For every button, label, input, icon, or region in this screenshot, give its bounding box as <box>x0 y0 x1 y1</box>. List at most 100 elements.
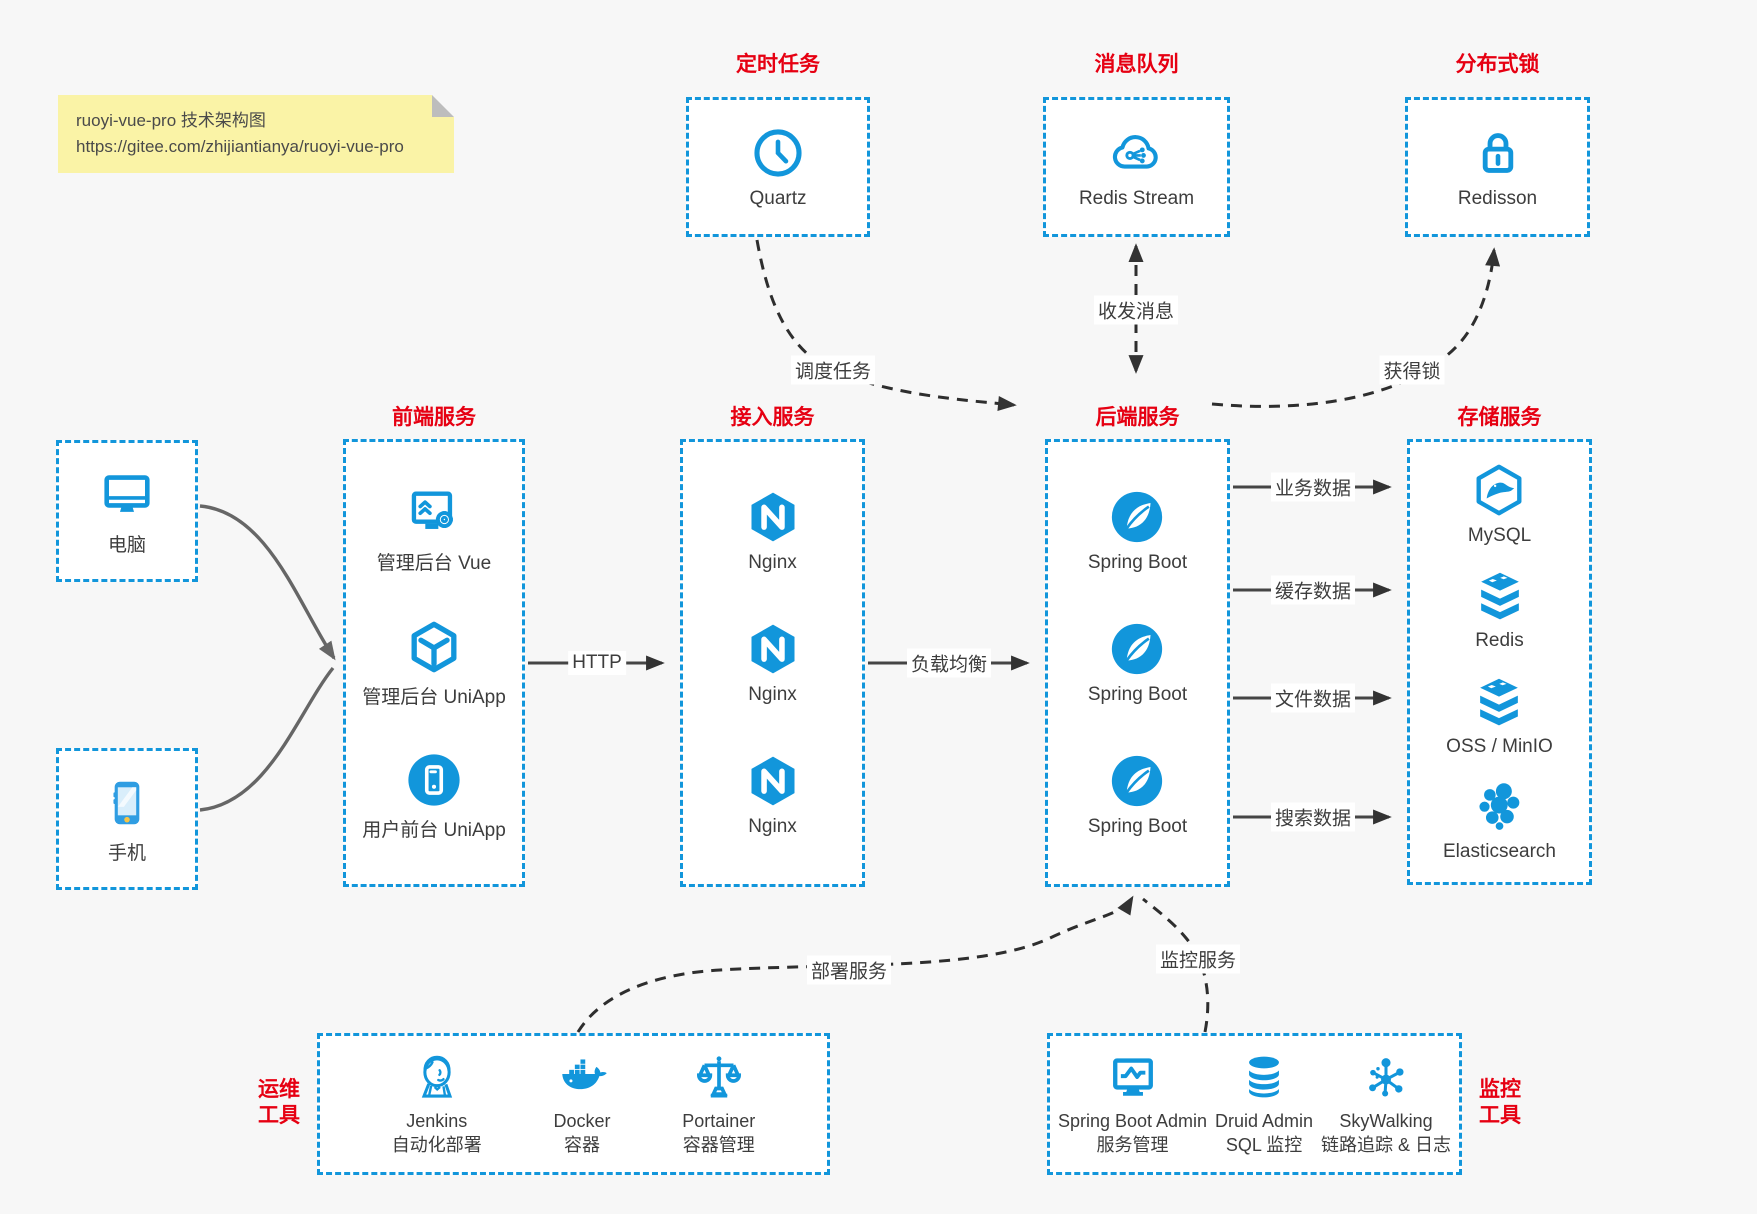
node-label: Quartz <box>749 188 807 209</box>
redis-stack-icon <box>1470 672 1528 730</box>
node-label: Docker 容器 <box>553 1110 611 1155</box>
node-label: Nginx <box>748 816 797 837</box>
edge-label-cache-data: 缓存数据 <box>1270 575 1356 605</box>
phone-icon <box>98 774 156 832</box>
node-label: Spring Boot <box>1087 552 1188 573</box>
edge-label-schedule-task: 调度任务 <box>790 355 876 385</box>
node-label: Spring Boot Admin 服务管理 <box>1057 1110 1208 1155</box>
edge-label-load-balance: 负载均衡 <box>906 648 992 678</box>
druid-icon <box>1238 1051 1290 1103</box>
node-admin-vue: 管理后台 Vue <box>377 484 491 575</box>
node-springboot-3: Spring Boot <box>1088 752 1187 838</box>
node-druid: Druid Admin SQL 监控 <box>1215 1051 1313 1158</box>
note-url: https://gitee.com/zhijiantianya/ruoyi-vu… <box>76 137 404 157</box>
section-title-distributed-lock: 分布式锁 <box>1455 53 1540 76</box>
note-fold-corner <box>432 95 454 117</box>
redis-stack-icon <box>1471 566 1529 624</box>
panel-backend: Spring Boot Spring Boot Spring Boot <box>1045 439 1230 887</box>
node-nginx-2: Nginx <box>744 620 802 706</box>
nginx-icon <box>744 620 802 678</box>
node-label: 电脑 <box>107 534 146 556</box>
node-skywalking: SkyWalking 链路追踪 & 日志 <box>1321 1051 1451 1158</box>
edge-label-search-data: 搜索数据 <box>1270 802 1356 832</box>
uniapp-user-icon <box>405 751 463 809</box>
sticky-note: ruoyi-vue-pro 技术架构图 https://gitee.com/zh… <box>58 95 454 173</box>
lock-icon <box>1469 124 1527 182</box>
node-docker: Docker 容器 <box>553 1051 610 1158</box>
node-label: Redisson <box>1457 188 1538 209</box>
clock-icon <box>749 124 807 182</box>
panel-quartz: Quartz <box>686 97 870 237</box>
arrow-acquire-lock <box>1211 247 1501 408</box>
spring-icon <box>1108 752 1166 810</box>
panel-gateway: Nginx Nginx Nginx <box>680 439 865 887</box>
section-title-message-queue: 消息队列 <box>1094 53 1179 76</box>
section-title-backend: 后端服务 <box>1095 406 1180 429</box>
desktop-icon <box>98 466 156 524</box>
node-mobile: 手机 <box>98 774 156 865</box>
node-label: Redis <box>1475 630 1524 652</box>
arrow-mobile-to-frontend <box>199 666 335 812</box>
nginx-icon <box>744 488 802 546</box>
admin-vue-icon <box>405 484 463 542</box>
node-mysql: MySQL <box>1468 461 1531 547</box>
edge-label-deploy: 部署服务 <box>806 955 892 985</box>
note-title: ruoyi-vue-pro 技术架构图 <box>76 111 266 130</box>
node-redis: Redis <box>1471 566 1529 652</box>
node-redis-stream: Redis Stream <box>1079 124 1194 210</box>
node-quartz: Quartz <box>749 124 807 210</box>
node-pc: 电脑 <box>98 466 156 557</box>
node-label: 管理后台 Vue <box>376 553 492 575</box>
node-elasticsearch: Elasticsearch <box>1443 777 1556 863</box>
node-jenkins: Jenkins 自动化部署 <box>392 1051 482 1158</box>
node-oss-minio: OSS / MinIO <box>1446 672 1553 758</box>
section-title-monitor-tools: 监控 工具 <box>1479 1078 1521 1127</box>
node-admin-uniapp: 管理后台 UniApp <box>362 618 506 709</box>
cloud-share-icon <box>1107 124 1165 182</box>
node-nginx-1: Nginx <box>744 488 802 574</box>
node-label: SkyWalking 链路追踪 & 日志 <box>1321 1110 1452 1155</box>
edge-label-http: HTTP <box>568 651 626 675</box>
docker-icon <box>556 1051 608 1103</box>
node-user-uniapp: 用户前台 UniApp <box>362 751 506 842</box>
edge-label-file-data: 文件数据 <box>1270 683 1356 713</box>
node-springboot-2: Spring Boot <box>1088 620 1187 706</box>
node-redisson: Redisson <box>1458 124 1537 210</box>
node-label: Spring Boot <box>1087 816 1188 837</box>
node-label: Spring Boot <box>1087 684 1188 705</box>
section-title-frontend: 前端服务 <box>392 406 476 429</box>
section-title-gateway: 接入服务 <box>730 406 815 429</box>
panel-frontend: 管理后台 Vue 管理后台 UniApp 用户前台 UniApp <box>343 439 525 887</box>
portainer-icon <box>693 1051 745 1103</box>
node-label: Druid Admin SQL 监控 <box>1215 1110 1314 1155</box>
skywalking-icon <box>1360 1051 1412 1103</box>
panel-pc-client: 电脑 <box>56 440 198 582</box>
panel-redisson: Redisson <box>1405 97 1590 237</box>
node-label: Redis Stream <box>1078 188 1195 209</box>
spring-admin-icon <box>1107 1051 1159 1103</box>
nginx-icon <box>744 752 802 810</box>
node-label: 手机 <box>107 842 146 864</box>
node-label: 用户前台 UniApp <box>362 819 506 841</box>
node-springboot-admin: Spring Boot Admin 服务管理 <box>1058 1051 1207 1158</box>
uniapp-cube-icon <box>405 618 463 676</box>
node-nginx-3: Nginx <box>744 752 802 838</box>
jenkins-icon <box>411 1051 463 1103</box>
node-portainer: Portainer 容器管理 <box>682 1051 755 1158</box>
elasticsearch-icon <box>1471 777 1529 835</box>
edge-label-monitor: 监控服务 <box>1155 944 1241 974</box>
mysql-icon <box>1470 461 1528 519</box>
section-title-storage: 存储服务 <box>1457 406 1542 429</box>
arrow-pc-to-frontend <box>199 504 336 661</box>
edge-label-lock: 获得锁 <box>1379 355 1445 385</box>
panel-storage: MySQL Redis OSS / MinIO Elasticsearch <box>1407 439 1592 885</box>
node-label: 管理后台 UniApp <box>362 686 506 708</box>
edge-label-message: 收发消息 <box>1093 295 1179 325</box>
panel-monitor-tools: Spring Boot Admin 服务管理 Druid Admin SQL 监… <box>1047 1033 1462 1175</box>
node-label: Portainer 容器管理 <box>682 1110 756 1155</box>
node-label: MySQL <box>1467 525 1532 547</box>
node-springboot-1: Spring Boot <box>1088 488 1187 574</box>
edge-label-business-data: 业务数据 <box>1270 472 1356 502</box>
node-label: OSS / MinIO <box>1446 735 1553 757</box>
node-label: Nginx <box>748 552 797 573</box>
